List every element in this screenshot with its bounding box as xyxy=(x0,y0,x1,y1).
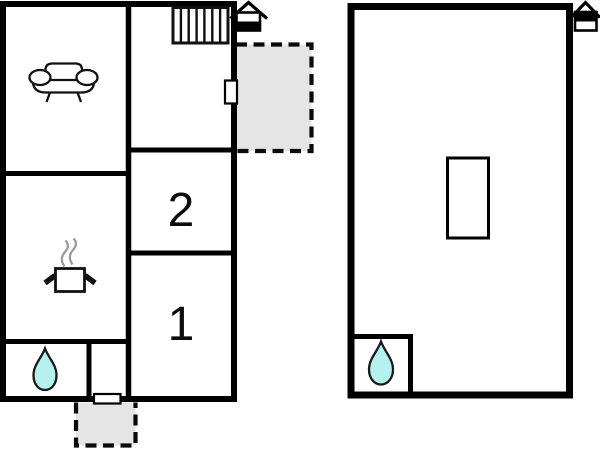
left-building: 2 1 xyxy=(0,0,314,448)
water-drop-icon xyxy=(367,338,395,386)
wall-bathroom-corner xyxy=(352,334,413,393)
inner-rectangle xyxy=(446,156,490,240)
door-icon xyxy=(92,392,122,405)
terrace-upper xyxy=(236,42,314,154)
water-drop-icon xyxy=(32,345,58,392)
steam-line xyxy=(60,239,69,268)
steam-line xyxy=(68,237,77,266)
stairs-icon xyxy=(171,6,230,45)
window-icon xyxy=(223,79,239,105)
cooking-pot-icon xyxy=(43,237,97,293)
terrace-lower xyxy=(73,402,138,448)
house-gable-icon-right xyxy=(569,0,600,32)
room-label-1: 1 xyxy=(168,298,195,351)
right-building xyxy=(347,0,600,399)
house-gable-icon-left xyxy=(229,0,269,32)
room-label-2: 2 xyxy=(168,184,195,237)
sofa-icon xyxy=(28,62,99,103)
